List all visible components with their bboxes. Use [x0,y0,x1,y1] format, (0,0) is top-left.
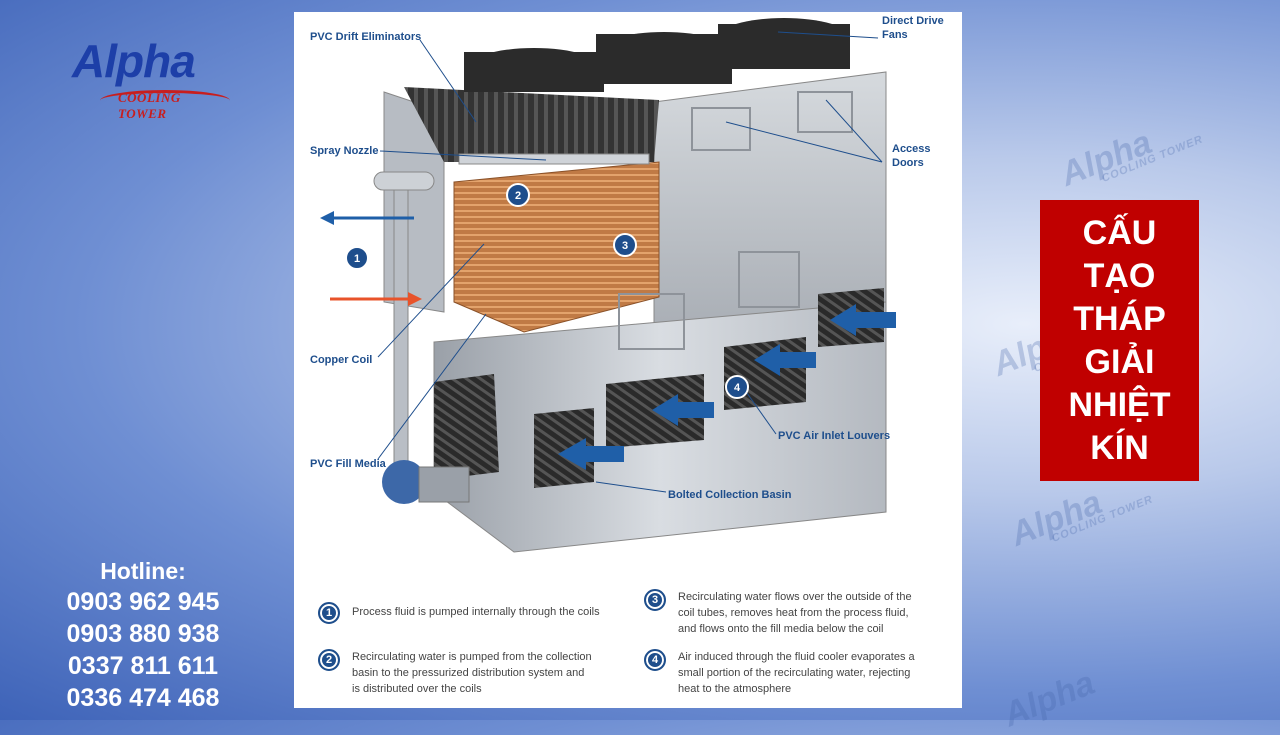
access-doors [618,91,853,350]
logo-brand: Alpha [72,35,196,87]
legend-line: Recirculating water is pumped from the c… [352,651,592,663]
hotline-number: 0903 880 938 [66,620,220,648]
title-line: GIẢI [1084,342,1155,381]
slide-title-box: CẤU TẠO THÁP GIẢI NHIỆT KÍN [1040,200,1199,481]
legend-number: 3 [644,589,666,611]
supply-pipe [373,171,435,191]
pump [382,460,426,504]
flow-arrows [320,211,896,470]
legend-line: coil tubes, removes heat from the proces… [678,607,909,619]
legend-line: small portion of the recirculating water… [678,667,911,679]
legend-item-3: 3 Recirculating water flows over the out… [644,589,954,643]
legend-line: Process fluid is pumped internally throu… [352,606,600,618]
legend-line: heat to the atmosphere [678,683,792,695]
legend-line: and flows onto the fill media below the … [678,623,884,635]
legend-item-4: 4 Air induced through the fluid cooler e… [644,649,954,703]
title-line: CẤU [1082,213,1157,252]
legend-item-2: 2 Recirculating water is pumped from the… [318,649,618,703]
label-air-inlet-louvers: PVC Air Inlet Louvers [778,430,891,442]
legend-line: is distributed over the coils [352,683,482,695]
legend-number: 1 [318,602,340,624]
copper-coil [453,161,660,333]
pump-motor [418,466,470,503]
marker-1: 1 [354,253,360,265]
hotline-title: Hotline: [100,558,186,584]
fan-units [464,18,850,92]
marker-2: 2 [515,190,521,202]
title-line: THÁP [1073,299,1166,338]
alpha-logo: Alpha COOLING TOWER [72,34,232,121]
marker-4: 4 [734,382,741,394]
leader-lines [377,31,883,493]
cooling-tower-illustration: 1 2 3 4 [320,18,896,553]
legend-line: Recirculating water flows over the outsi… [678,591,912,603]
watermark-logo: Alpha [998,663,1100,735]
title-line: KÍN [1090,428,1149,467]
label-spray-nozzle: Spray Nozzle [310,145,379,157]
diagram-markers [345,183,749,399]
cooling-tower-diagram-panel: 1 2 3 4 PVC Drift Eliminators Direct Dri… [294,12,962,708]
legend-number: 2 [318,649,340,671]
label-drift-eliminators: PVC Drift Eliminators [310,31,422,43]
legend-number: 4 [644,649,666,671]
legend-line: Air induced through the fluid cooler eva… [678,651,915,663]
title-line: NHIỆT [1068,385,1171,424]
label-collection-basin: Bolted Collection Basin [668,489,792,501]
marker-3: 3 [622,240,628,252]
hotline-number: 0903 962 945 [66,588,220,616]
logo-subtitle: COOLING TOWER [118,90,181,121]
hotline-number: 0337 811 611 [67,652,219,680]
label-direct-drive-fans: Direct Drive [882,15,944,27]
legend-line: basin to the pressurized distribution sy… [352,667,585,679]
legend-item-1: 1 Process fluid is pumped internally thr… [318,602,618,626]
label-copper-coil: Copper Coil [310,354,373,366]
title-line: TẠO [1083,256,1156,295]
hotline-number: 0336 474 468 [66,684,220,712]
spray-pipe [458,153,650,165]
label-access-doors: Doors [892,157,924,169]
hotline-block: Hotline: 0903 962 945 0903 880 938 0337 … [40,556,246,714]
label-access-doors: Access [892,143,931,155]
label-pvc-fill-media: PVC Fill Media [310,458,386,470]
logo-swoosh [100,90,230,111]
drift-eliminators [404,87,659,162]
label-direct-drive-fans: Fans [882,29,908,41]
